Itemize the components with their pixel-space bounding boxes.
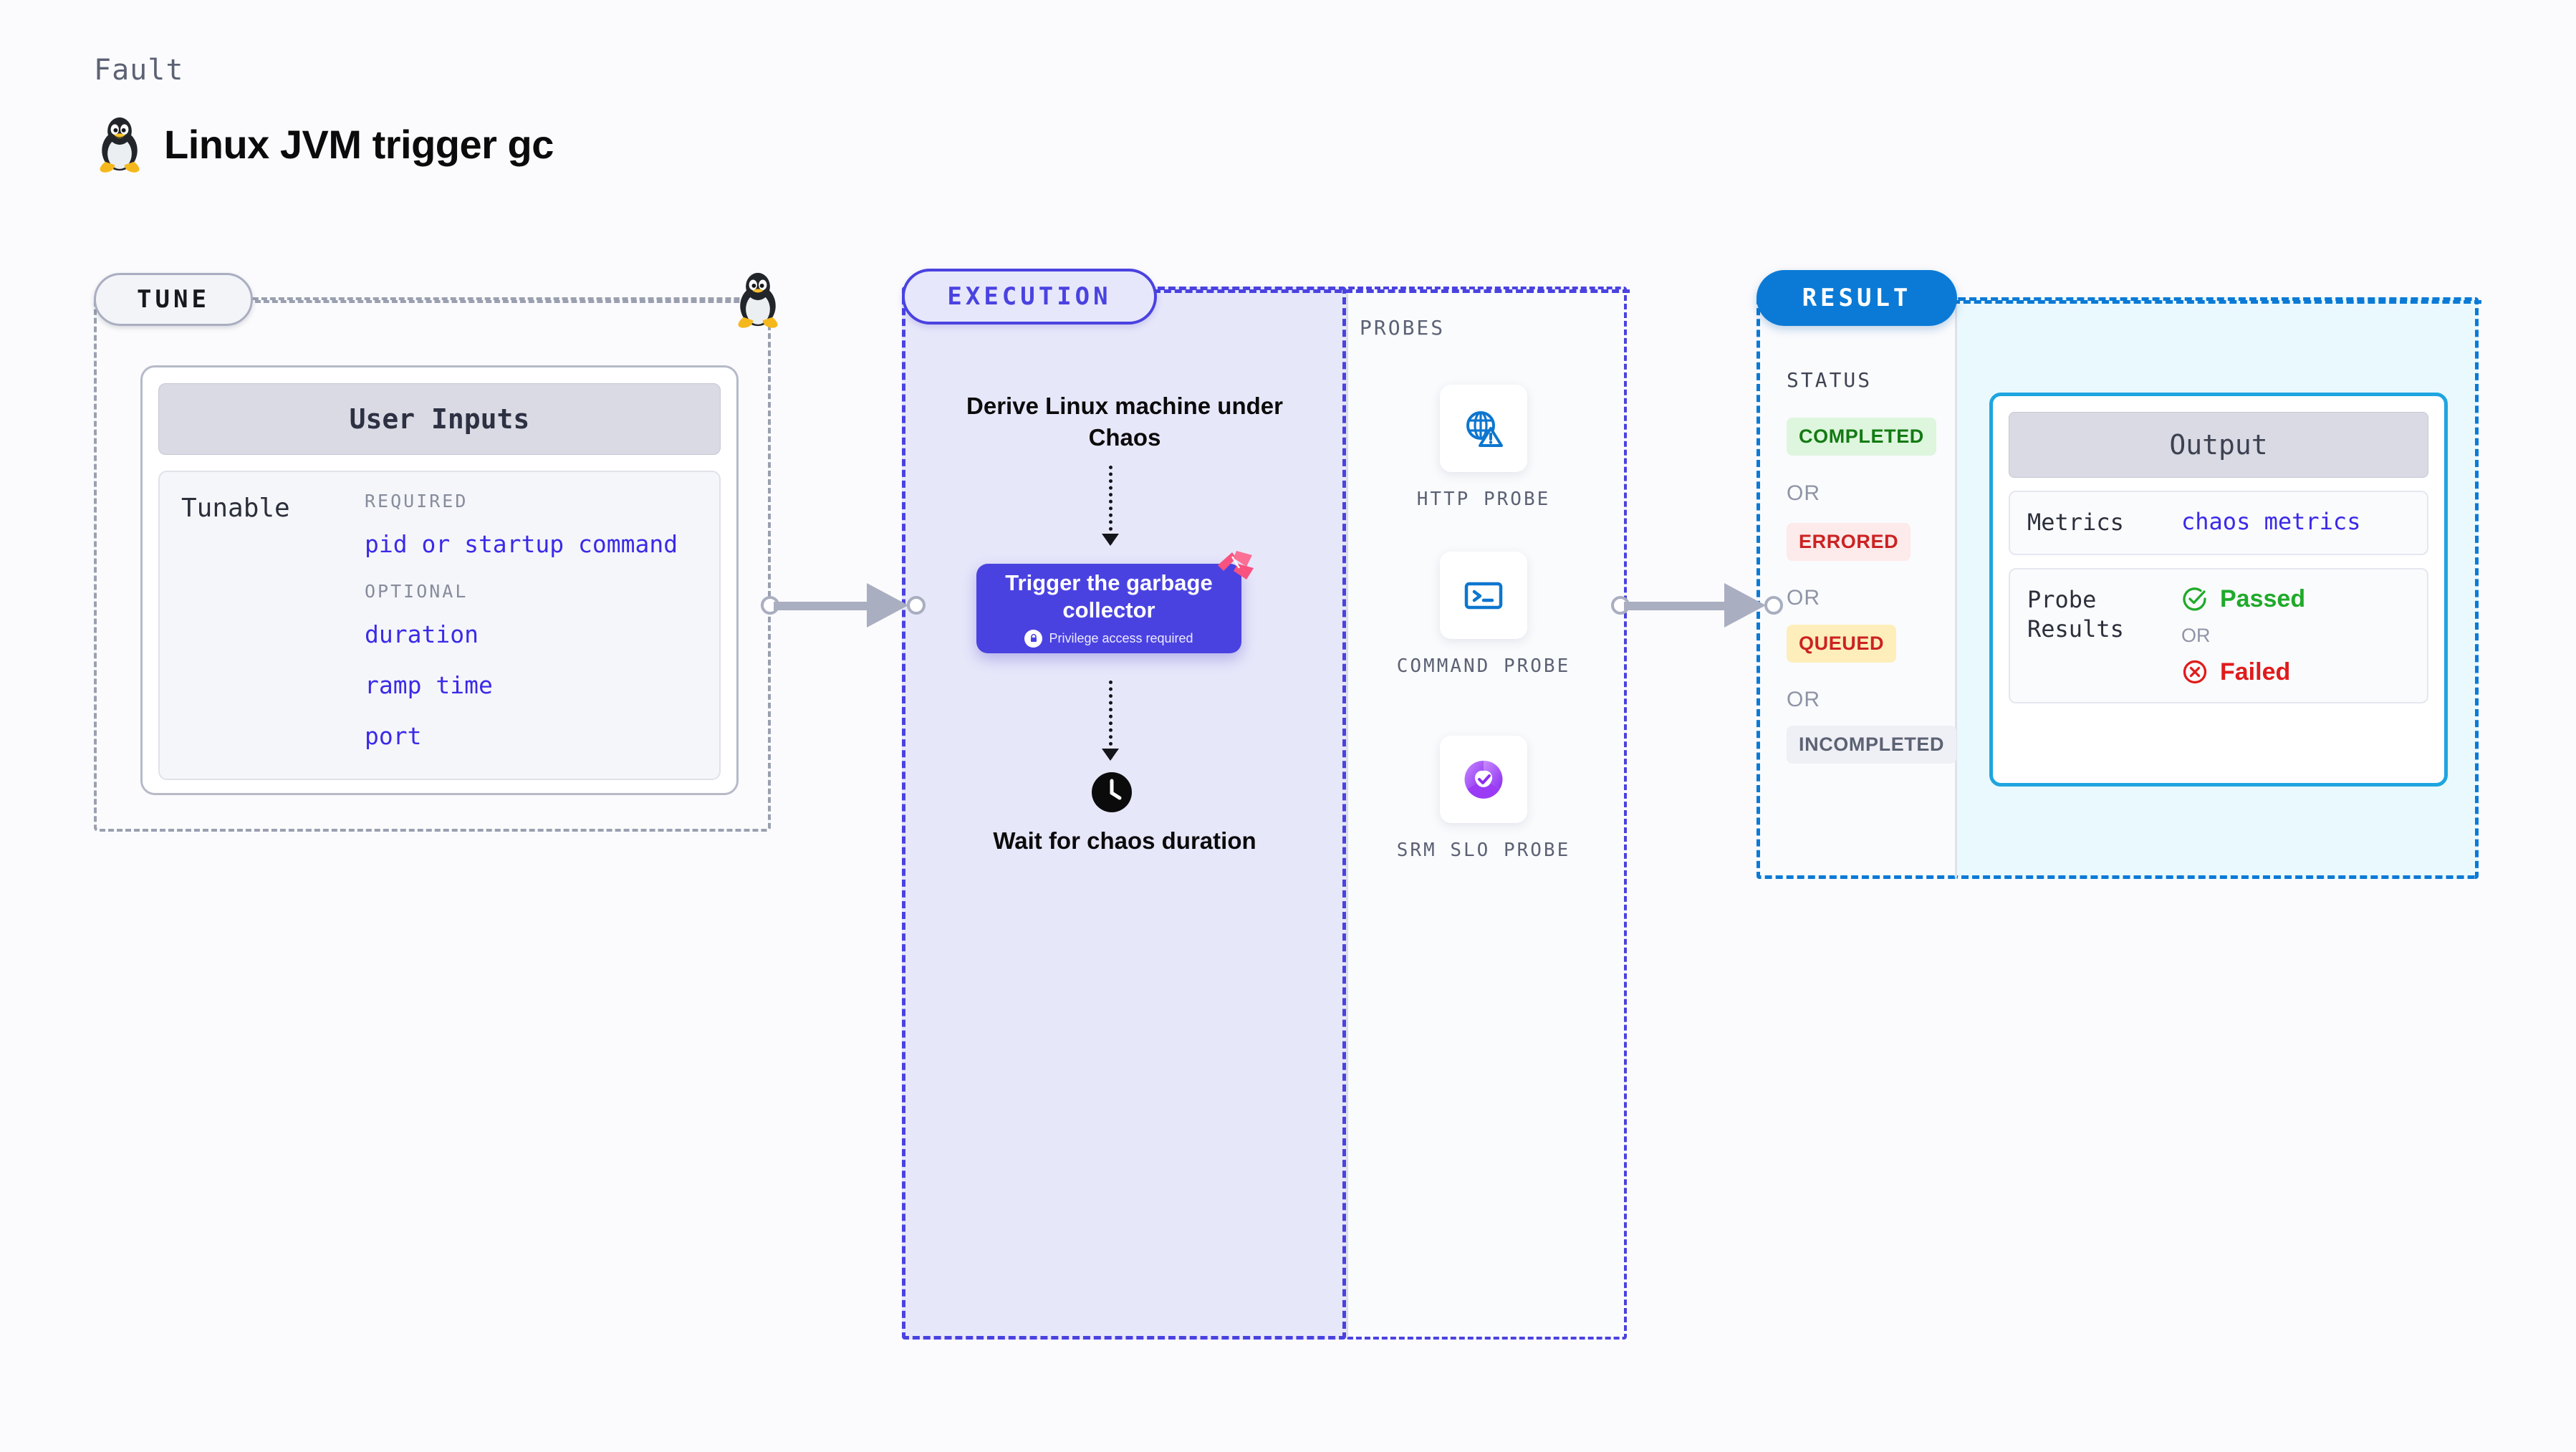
required-group-label: REQUIRED xyxy=(365,491,468,511)
status-or-3: OR xyxy=(1787,688,1820,711)
probe-result-failed-label: Failed xyxy=(2220,658,2291,686)
output-card: Output Metrics chaos metrics Probe Resul… xyxy=(1989,393,2448,787)
execution-region xyxy=(902,287,1346,1340)
page-eyebrow: Fault xyxy=(94,54,184,87)
result-pill[interactable]: RESULT xyxy=(1756,270,1957,326)
probe-result-or: OR xyxy=(2181,624,2211,646)
flow-arrow-execution-to-result xyxy=(1611,573,1783,638)
tunable-panel: Tunable REQUIRED pid or startup command … xyxy=(158,471,721,780)
x-circle-icon xyxy=(2183,660,2207,684)
privilege-note: Privilege access required xyxy=(1024,629,1193,648)
flow-node-end xyxy=(1764,596,1783,615)
probe-label-srm-slo: SRM SLO PROBE xyxy=(1396,840,1571,861)
linux-penguin-node-icon xyxy=(738,272,778,328)
status-badge-incompleted: INCOMPLETED xyxy=(1787,726,1957,764)
page-title-row: Linux JVM trigger gc xyxy=(94,115,554,173)
page-title: Linux JVM trigger gc xyxy=(164,121,554,167)
flow-arrowhead xyxy=(1724,583,1766,628)
tune-pill[interactable]: TUNE xyxy=(94,273,253,326)
tunable-item-port[interactable]: port xyxy=(365,722,422,750)
execution-connector-line xyxy=(1153,289,1630,293)
flow-node-end xyxy=(907,596,926,615)
status-badge-completed: COMPLETED xyxy=(1787,418,1936,456)
dotted-arrow-2 xyxy=(1102,681,1119,761)
execution-pill[interactable]: EXECUTION xyxy=(902,269,1157,324)
tunable-item-pid[interactable]: pid or startup command xyxy=(365,530,678,558)
tune-region xyxy=(94,297,771,832)
tunable-list: REQUIRED pid or startup command OPTIONAL… xyxy=(365,491,699,750)
flow-shaft xyxy=(774,602,888,610)
output-probe-values: Passed OR Failed xyxy=(2181,585,2305,686)
trigger-gc-title: Trigger the garbage collector xyxy=(1005,570,1213,622)
tunable-label: Tunable xyxy=(181,494,290,523)
status-badge-queued: QUEUED xyxy=(1787,625,1897,663)
probe-item-srm-slo[interactable]: SRM SLO PROBE xyxy=(1369,736,1598,864)
tune-connector-line xyxy=(255,300,774,303)
probe-result-passed-label: Passed xyxy=(2220,585,2306,612)
terminal-icon xyxy=(1440,552,1527,639)
result-connector-line xyxy=(1953,300,2481,304)
probe-result-failed: Failed xyxy=(2181,658,2305,686)
clock-icon xyxy=(1092,772,1132,812)
status-or-1: OR xyxy=(1787,481,1820,505)
probe-item-http[interactable]: HTTP PROBE xyxy=(1369,385,1598,513)
output-card-title: Output xyxy=(2009,412,2428,478)
probe-label-http: HTTP PROBE xyxy=(1416,489,1551,510)
probe-label-command: COMMAND PROBE xyxy=(1396,655,1571,677)
output-row-metrics: Metrics chaos metrics xyxy=(2009,491,2428,555)
status-section-label: STATUS xyxy=(1787,368,1873,392)
user-inputs-title: User Inputs xyxy=(158,383,721,455)
optional-group-label: OPTIONAL xyxy=(365,581,468,602)
lock-icon xyxy=(1024,629,1043,648)
flow-shaft xyxy=(1624,602,1744,610)
execution-step-wait: Wait for chaos duration xyxy=(993,827,1256,854)
execution-step-derive: Derive Linux machine under Chaos xyxy=(966,393,1283,451)
flow-arrowhead xyxy=(867,583,908,628)
probe-result-passed: Passed xyxy=(2181,585,2305,613)
flow-arrow-tune-to-execution xyxy=(761,573,926,638)
probes-section-label: PROBES xyxy=(1360,316,1446,340)
output-probe-key: Probe Results xyxy=(2027,585,2124,643)
output-metrics-value[interactable]: chaos metrics xyxy=(2181,508,2361,535)
user-inputs-card: User Inputs Tunable REQUIRED pid or star… xyxy=(140,365,739,795)
globe-warning-icon xyxy=(1440,385,1527,472)
tunable-item-duration[interactable]: duration xyxy=(365,620,479,648)
probe-item-command[interactable]: COMMAND PROBE xyxy=(1369,552,1598,680)
output-metrics-key: Metrics xyxy=(2027,509,2124,536)
tunable-item-ramp-time[interactable]: ramp time xyxy=(365,671,493,699)
ribbon-icon xyxy=(1218,551,1254,580)
linux-penguin-icon xyxy=(100,117,140,173)
slo-donut-check-icon xyxy=(1440,736,1527,823)
status-badge-errored: ERRORED xyxy=(1787,523,1911,561)
output-row-probe-results: Probe Results Passed OR Failed xyxy=(2009,567,2428,703)
trigger-gc-action-box[interactable]: Trigger the garbage collector Privilege … xyxy=(976,551,1254,653)
check-circle-icon xyxy=(2183,587,2206,611)
status-or-2: OR xyxy=(1787,586,1820,610)
dotted-arrow-1 xyxy=(1102,466,1119,546)
result-region xyxy=(1756,297,1957,879)
privilege-note-text: Privilege access required xyxy=(1049,630,1193,645)
